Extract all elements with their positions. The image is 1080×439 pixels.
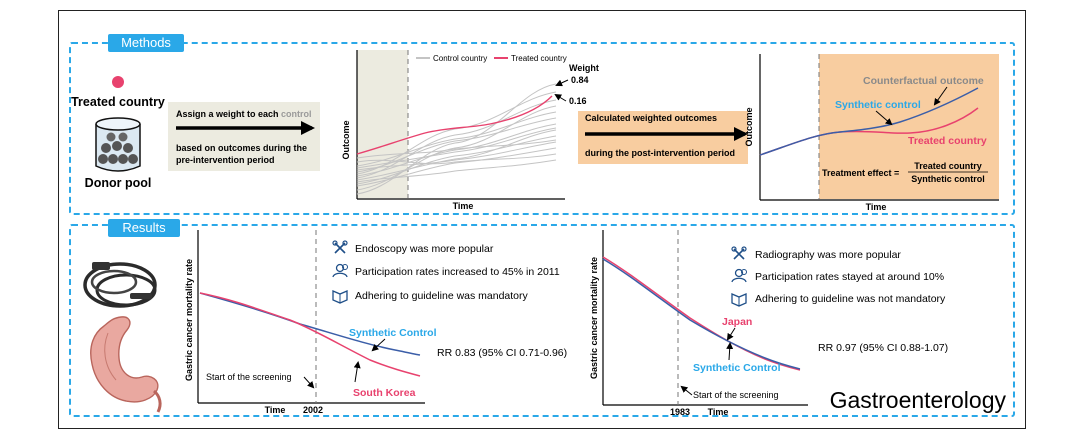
chart2-synthetic-arrow xyxy=(875,110,893,126)
korea-start-label: Start of the screening xyxy=(206,372,292,382)
chart1-control-lines xyxy=(356,83,557,195)
chart1-weight-high-arrow xyxy=(555,79,569,87)
methods-chart-2: Counterfactual outcome Synthetic control… xyxy=(744,54,999,212)
japan-bullet-2: Participation rates stayed at around 10% xyxy=(755,271,944,283)
chart1-weight-low: 0.16 xyxy=(569,96,587,106)
japan-synthetic-arrow xyxy=(726,342,734,361)
chart2-effect-denominator: Synthetic control xyxy=(911,174,985,184)
chart1-weight-high: 0.84 xyxy=(571,75,589,85)
korea-ylabel: Gastric cancer mortality rate xyxy=(184,259,194,381)
chart1-control-line xyxy=(356,83,557,195)
chart1-control-line xyxy=(356,135,557,185)
calc-text-b: during the post-intervention period xyxy=(585,148,735,158)
chart1-control-line xyxy=(356,99,557,179)
guideline-book-icon xyxy=(731,293,747,307)
outer-frame xyxy=(58,10,1026,429)
chart1-control-line xyxy=(356,159,557,183)
chart2-synthetic-line xyxy=(759,87,979,156)
japan-ylabel: Gastric cancer mortality rate xyxy=(589,257,599,379)
results-panel xyxy=(69,224,1015,417)
chart1-legend-treated: Treated country xyxy=(511,54,567,63)
chart1-control-line xyxy=(356,127,557,169)
donor-pool-label: Donor pool xyxy=(85,176,152,190)
korea-chart: Synthetic Control South Korea Start of t… xyxy=(184,230,567,415)
chart1-pre-period-shade xyxy=(357,50,408,198)
japan-bullets: Radiography was more popular Participati… xyxy=(731,246,946,307)
methods-chart-1: Control country Treated country Weight 0… xyxy=(341,50,599,211)
chart1-weight-low-arrow xyxy=(554,93,567,102)
chart2-counterfactual-label: Counterfactual outcome xyxy=(863,75,984,87)
assign-weight-box xyxy=(168,102,320,171)
calc-weighted-box xyxy=(578,111,748,164)
chart1-ylabel: Outcome xyxy=(341,120,351,159)
korea-start-arrow xyxy=(303,376,315,389)
participants-icon xyxy=(731,268,747,283)
japan-year-tick: 1983 xyxy=(670,407,690,417)
korea-bullet-3: Adhering to guideline was mandatory xyxy=(355,290,529,302)
japan-start-arrow xyxy=(680,385,693,396)
chart2-post-period-shade xyxy=(819,54,999,199)
donor-pool-jar-icon xyxy=(95,117,141,172)
chart1-control-line xyxy=(356,111,557,167)
stomach-image xyxy=(90,316,162,413)
korea-country-label: South Korea xyxy=(353,387,416,399)
chart1-control-line xyxy=(356,117,557,173)
chart1-control-line xyxy=(356,139,557,159)
results-tab: Results xyxy=(108,219,180,237)
chart2-xlabel: Time xyxy=(866,202,887,212)
endoscopy-icon xyxy=(332,240,348,254)
endoscope-image xyxy=(83,262,157,308)
chart2-counterfactual-arrow xyxy=(933,86,948,106)
japan-rr-text: RR 0.97 (95% CI 0.88-1.07) xyxy=(818,342,948,354)
korea-country-arrow xyxy=(353,361,361,383)
assign-weight-text-d: pre-intervention period xyxy=(176,155,275,165)
korea-synthetic-label: Synthetic Control xyxy=(349,327,437,339)
korea-xlabel: Time xyxy=(265,405,286,415)
japan-synthetic-line xyxy=(602,258,801,370)
chart1-control-line xyxy=(356,91,557,175)
chart1-control-line xyxy=(356,105,557,191)
chart2-synthetic-label: Synthetic control xyxy=(835,99,921,111)
treated-country-dot xyxy=(112,76,124,88)
assign-weight-text-c: based on outcomes during the xyxy=(176,143,307,153)
calc-text-a: Calculated weighted outcomes xyxy=(585,113,717,123)
chart2-ylabel: Outcome xyxy=(744,107,754,146)
japan-bullet-3: Adhering to guideline was not mandatory xyxy=(755,293,946,305)
chart2-effect-numerator: Treated country xyxy=(914,161,982,171)
participants-icon xyxy=(332,263,348,278)
chart1-xlabel: Time xyxy=(453,201,474,211)
korea-synthetic-arrow xyxy=(371,338,386,352)
chart1-control-line xyxy=(356,153,557,165)
chart1-control-line xyxy=(356,123,557,177)
chart1-control-line xyxy=(356,129,557,181)
korea-bullets: Endoscopy was more popular Participation… xyxy=(332,240,560,304)
japan-start-label: Start of the screening xyxy=(693,390,779,400)
journal-logo: Gastroenterology xyxy=(830,387,1007,413)
treated-country-label: Treated country xyxy=(71,95,165,109)
chart1-weight-label: Weight xyxy=(569,63,599,73)
japan-country-arrow xyxy=(726,327,736,341)
chart2-treated-label: Treated country xyxy=(908,135,987,147)
radiography-icon xyxy=(731,246,747,260)
korea-synthetic-line xyxy=(199,292,421,356)
japan-chart: Japan Synthetic Control Start of the scr… xyxy=(589,230,948,417)
chart1-treated-line xyxy=(356,95,553,155)
methods-panel xyxy=(69,42,1015,215)
korea-year-tick: 2002 xyxy=(303,405,323,415)
japan-xlabel: Time xyxy=(708,407,729,417)
chart1-legend-control: Control country xyxy=(433,54,487,63)
methods-tab: Methods xyxy=(108,34,184,52)
korea-country-line xyxy=(199,292,421,377)
guideline-book-icon xyxy=(332,290,348,304)
korea-rr-text: RR 0.83 (95% CI 0.71-0.96) xyxy=(437,347,567,359)
japan-synthetic-label: Synthetic Control xyxy=(693,362,781,374)
chart2-effect-label: Treatment effect = xyxy=(822,168,899,178)
japan-bullet-1: Radiography was more popular xyxy=(755,249,901,261)
japan-country-label: Japan xyxy=(722,316,752,328)
korea-bullet-1: Endoscopy was more popular xyxy=(355,243,494,255)
korea-bullet-2: Participation rates increased to 45% in … xyxy=(355,266,560,278)
assign-weight-text-a: Assign a weight to each control xyxy=(176,109,312,119)
